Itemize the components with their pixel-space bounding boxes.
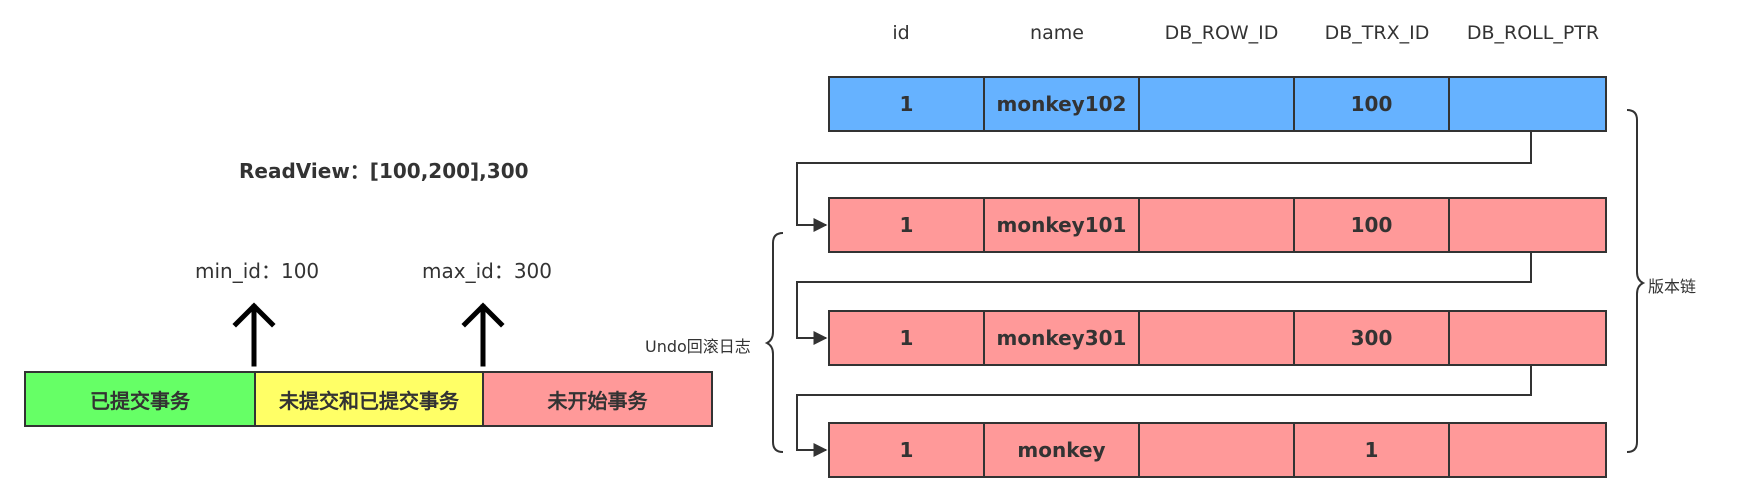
version-chain-label: 版本链 (1648, 277, 1697, 296)
column-header-db-trx-id: DB_TRX_ID (1324, 22, 1430, 44)
undo-log-label: Undo回滚日志 (645, 337, 751, 356)
cell-db-trx-id: 1 (1295, 424, 1450, 476)
min-id-label: min_id：100 (195, 259, 320, 283)
cell-name: monkey301 (985, 312, 1140, 364)
cell-id: 1 (830, 424, 985, 476)
table-row: 1 monkey101 100 (828, 197, 1607, 253)
undo-log-brace (764, 232, 784, 453)
cell-id: 1 (830, 199, 985, 251)
cell-id: 1 (830, 312, 985, 364)
cell-db-row-id (1140, 78, 1295, 130)
uncommitted-and-committed-segment: 未提交和已提交事务 (254, 371, 484, 427)
max-id-label: max_id：300 (422, 259, 552, 283)
max-id-arrow (461, 302, 505, 367)
column-header-id: id (892, 22, 910, 44)
roll-pointer-connector (796, 253, 1532, 345)
cell-name: monkey101 (985, 199, 1140, 251)
readview-label: ReadView：[100,200],300 (239, 159, 529, 183)
cell-db-trx-id: 100 (1295, 78, 1450, 130)
table-row: 1 monkey301 300 (828, 310, 1607, 366)
cell-db-trx-id: 100 (1295, 199, 1450, 251)
column-header-db-row-id: DB_ROW_ID (1164, 22, 1279, 44)
column-header-name: name (1030, 22, 1084, 44)
not-started-transactions-segment: 未开始事务 (482, 371, 713, 427)
column-header-db-roll-ptr: DB_ROLL_PTR (1466, 22, 1600, 44)
committed-transactions-segment: 已提交事务 (24, 371, 256, 427)
cell-db-trx-id: 300 (1295, 312, 1450, 364)
table-row: 1 monkey 1 (828, 422, 1607, 478)
version-chain-brace (1626, 109, 1646, 453)
cell-name: monkey (985, 424, 1140, 476)
cell-db-row-id (1140, 312, 1295, 364)
roll-pointer-connector (796, 132, 1532, 232)
cell-name: monkey102 (985, 78, 1140, 130)
min-id-arrow (232, 302, 276, 367)
cell-id: 1 (830, 78, 985, 130)
cell-db-row-id (1140, 424, 1295, 476)
roll-pointer-connector (796, 366, 1532, 457)
cell-db-row-id (1140, 199, 1295, 251)
table-row: 1 monkey102 100 (828, 76, 1607, 132)
